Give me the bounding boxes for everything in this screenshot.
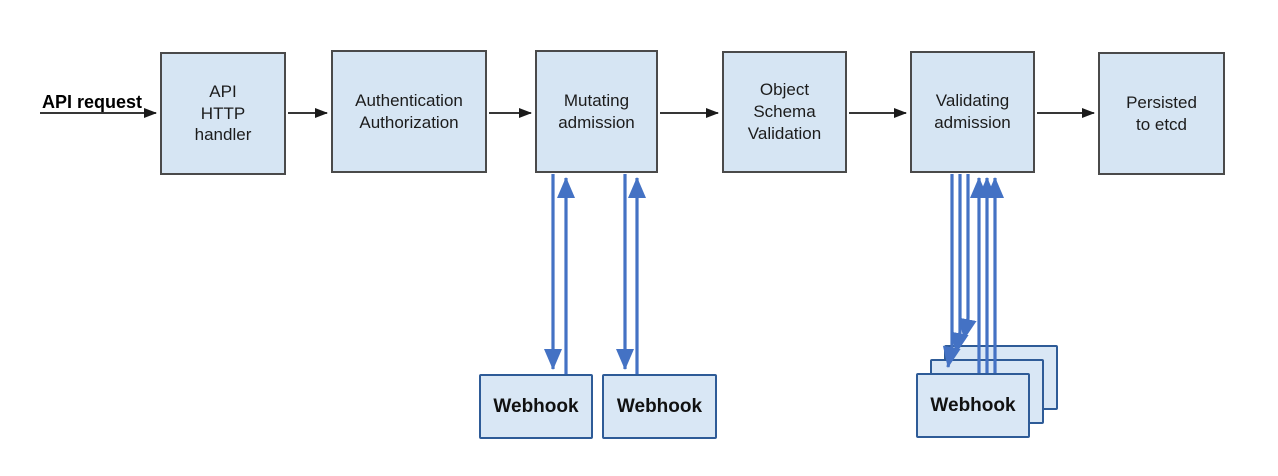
mutating-webhook-box-1-label: Webhook [493,395,579,417]
validating-webhook-down-arrow-1 [942,174,961,368]
mutating-webhook-box-2-label: Webhook [616,395,703,417]
node-authentication-authorization: Authentication Authorization [331,50,487,173]
validating-webhook-down-arrow-3 [958,174,977,340]
validating-webhook-box-front: Webhook [916,373,1030,438]
node-api-http-handler: API HTTP handler [160,52,286,175]
node-persisted-to-etcd: Persisted to etcd [1098,52,1225,175]
mutating-webhook-box-1: Webhook [479,374,593,439]
node-api-http-handler-label: API HTTP handler [194,81,252,145]
node-validating-admission-label: Validating admission [934,91,1011,132]
validating-webhook-down-arrow-2 [950,174,969,354]
node-authentication-authorization-label: Authentication Authorization [355,90,463,132]
node-mutating-admission: Mutating admission [535,50,658,173]
node-validating-admission: Validating admission [910,51,1035,173]
node-persisted-to-etcd-label: Persisted to etcd [1126,92,1197,134]
node-object-schema-validation-label: Object Schema Validation [747,80,822,143]
mutating-webhook-box-2: Webhook [602,374,717,439]
api-request-label: API request [42,92,143,112]
validating-webhook-box-front-label: Webhook [930,394,1016,416]
node-mutating-admission-label: Mutating admission [558,90,635,132]
node-object-schema-validation: Object Schema Validation [722,51,847,173]
